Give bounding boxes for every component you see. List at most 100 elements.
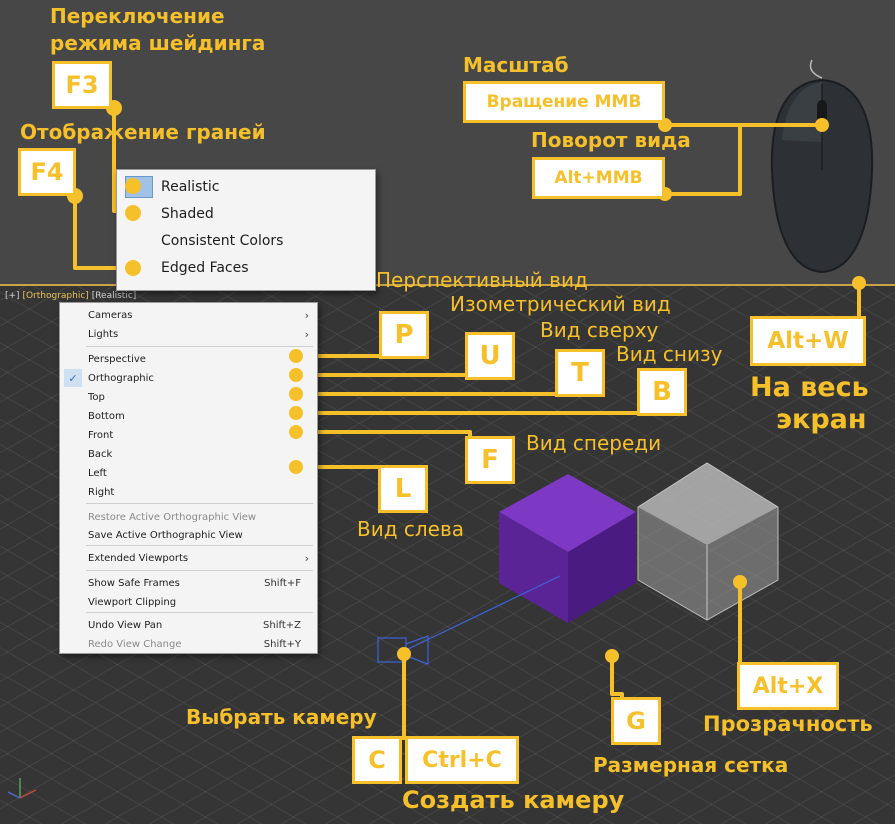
view-menu-item-cameras[interactable]: Cameras › [60,306,317,324]
key-t: T [555,349,605,397]
viewport-shading-text: Realistic [95,291,133,301]
key-f: F [465,436,515,484]
menu-item-label: Show Safe Frames [88,577,180,589]
viewport-mode-text: Orthographic [25,291,86,301]
view-menu-item-extended-viewports[interactable]: Extended Viewports › [60,549,317,567]
view-menu-item-undo-view-pan[interactable]: Undo View Pan Shift+Z [60,616,317,634]
annotation-zoom: Масштаб [463,53,569,77]
view-menu-item-lights[interactable]: Lights › [60,325,317,343]
menu-item-label: Save Active Orthographic View [88,529,243,541]
annotation-bottom: Вид снизу [616,342,723,366]
key-u: U [465,332,515,380]
menu-item-label: Restore Active Orthographic View [88,511,257,523]
menu-item-label: Edged Faces [161,259,249,276]
annotation-fullscreen-line1: На весь [750,372,869,403]
view-menu-item-right[interactable]: Right [60,483,317,501]
menu-item-label: Undo View Pan [88,619,163,631]
annotation-isometric: Изометрический вид [450,292,671,316]
menu-item-label: Realistic [161,178,220,195]
menu-item-label: Shaded [161,205,214,222]
annotation-create-camera: Создать камеру [402,786,625,814]
view-menu-item-show-safe-frames[interactable]: Show Safe Frames Shift+F [60,574,317,592]
chevron-right-icon: › [304,551,309,565]
shading-menu: Realistic Shaded Consistent Colors Edged… [116,169,376,291]
key-ctrl-c: Ctrl+C [405,736,519,784]
annotation-grid: Размерная сетка [593,753,789,777]
annotation-edge-display: Отображение граней [20,120,266,144]
viewport-mode-label[interactable]: [Orthographic] [22,291,89,301]
view-menu-item-left[interactable]: Left [60,464,317,482]
annotation-orbit: Поворот вида [531,128,691,152]
menu-item-label: Right [88,486,115,498]
view-menu-item-viewport-clipping[interactable]: Viewport Clipping [60,593,317,611]
menu-separator [86,346,313,347]
key-alt-mmb: Alt+MMB [532,157,665,199]
view-menu-item-restore-active-orthographic-view[interactable]: Restore Active Orthographic View [60,508,317,526]
menu-item-label: Front [88,429,114,441]
annotation-fullscreen-line2: экран [776,404,867,435]
menu-separator [86,503,313,504]
chevron-right-icon: › [304,327,309,341]
menu-item-label: Top [88,391,105,403]
viewport-shading-label[interactable]: [Realistic] [91,291,137,301]
purple-cube[interactable] [499,474,636,623]
menu-item-label: Viewport Clipping [88,596,177,608]
annotation-select-camera: Выбрать камеру [186,705,377,729]
key-p: P [379,311,429,359]
menu-item-label: Lights [88,328,119,340]
menu-separator [86,570,313,571]
menu-item-label: Left [88,467,107,479]
annotation-perspective: Перспективный вид [376,268,588,292]
menu-item-realistic[interactable]: Realistic [117,173,375,200]
key-mmb-rotate: Вращение MMB [463,81,665,123]
key-alt-x: Alt+X [737,662,839,710]
key-f4: F4 [18,148,76,196]
view-menu-item-back[interactable]: Back [60,445,317,463]
menu-separator [86,545,313,546]
menu-item-shortcut: Shift+Y [263,638,301,650]
menu-item-label: Consistent Colors [161,232,284,249]
menu-item-label: Back [88,448,113,460]
view-menu-item-perspective[interactable]: Perspective [60,350,317,368]
menu-item-label: Cameras [88,309,133,321]
menu-item-label: Extended Viewports [88,552,189,564]
key-l: L [378,465,428,513]
annotation-transparency: Прозрачность [703,712,873,736]
view-menu-item-save-active-orthographic-view[interactable]: Save Active Orthographic View [60,526,317,544]
view-menu-item-top[interactable]: Top [60,388,317,406]
annotation-shading-switch-line2: режима шейдинга [50,31,266,55]
menu-item-label: Orthographic [88,372,154,384]
key-c: C [352,736,402,784]
chevron-right-icon: › [304,308,309,322]
annotation-shading-switch-line1: Переключение [50,4,225,28]
viewport-plus-menu[interactable]: [+] [5,291,20,301]
viewport-label[interactable]: [+] [Orthographic] [Realistic] [5,291,136,301]
transparent-cube[interactable] [637,462,779,621]
menu-item-edged-faces[interactable]: Edged Faces [117,254,375,281]
annotation-front: Вид спереди [526,431,662,455]
menu-item-consistent-colors[interactable]: Consistent Colors [117,227,375,254]
menu-item-label: Bottom [88,410,125,422]
view-menu-item-redo-view-change[interactable]: Redo View Change Shift+Y [60,635,317,653]
menu-item-label: Perspective [88,353,146,365]
key-g: G [611,697,661,745]
view-menu-item-front[interactable]: Front [60,426,317,444]
axis-gizmo [7,778,37,799]
view-menu-item-orthographic[interactable]: ✓ Orthographic [60,369,317,387]
check-icon: ✓ [64,369,82,387]
key-alt-w: Alt+W [750,316,866,366]
menu-item-label: Redo View Change [88,638,182,650]
realistic-check-icon [125,175,153,198]
annotation-top: Вид сверху [540,318,659,342]
mouse-icon [770,59,874,274]
key-f3: F3 [52,61,112,109]
menu-item-shortcut: Shift+F [264,577,301,589]
key-b: B [637,368,687,416]
menu-item-shaded[interactable]: Shaded [117,200,375,227]
menu-separator [86,612,313,613]
menu-item-shortcut: Shift+Z [263,619,301,631]
annotation-left: Вид слева [357,517,465,541]
view-menu-item-bottom[interactable]: Bottom [60,407,317,425]
